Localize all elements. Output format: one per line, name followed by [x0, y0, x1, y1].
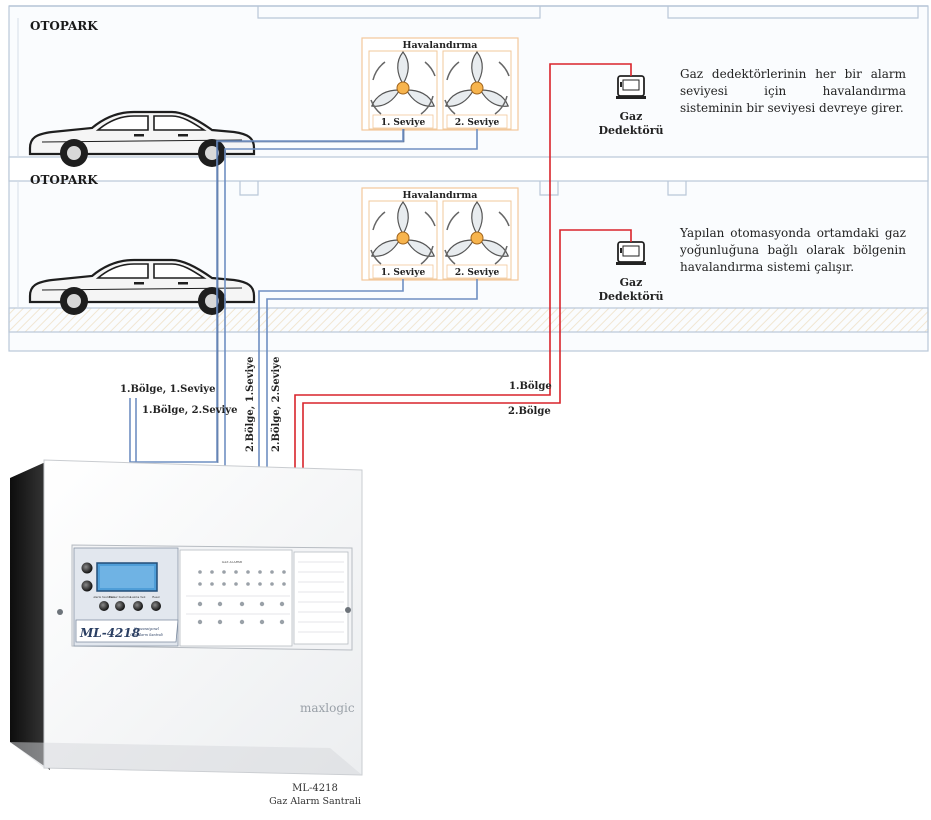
floor2-gas-detector-icon	[615, 241, 647, 266]
wire-label-detector-zone1: 1.Bölge	[509, 381, 552, 392]
wire-label-zone1-level1: 1.Bölge, 1.Seviye	[120, 384, 215, 395]
panel-badge-subtitle-1: Konvansiyonel	[133, 627, 159, 631]
floor1-gas-detector-icon	[615, 75, 647, 100]
panel-badge-subtitle-2: Gaz Alarm Santrali	[130, 633, 163, 637]
panel-caption-name: Gaz Alarm Santrali	[269, 796, 361, 807]
panel-alarm-silence-button[interactable]	[99, 601, 109, 611]
floor2-name: OTOPARK	[30, 173, 98, 187]
panel-led-header: GAZ ALARMI	[222, 560, 243, 564]
wire-label-zone2-level1: 2.Bölge, 1.Seviye	[245, 357, 256, 452]
panel-caption-model: ML-4218	[292, 783, 338, 794]
panel-buzzer-silence-button[interactable]	[115, 601, 125, 611]
wire-label-zone1-level2: 1.Bölge, 2.Seviye	[142, 405, 237, 416]
floor1-detector-label-2: Dedektörü	[598, 124, 663, 137]
panel-button-label-4: Reset	[152, 595, 160, 599]
control-panel: Alarm Susturma Buzzer Susturma Lamba Tes…	[10, 459, 363, 776]
panel-button-label-1: Alarm Susturma	[92, 595, 115, 599]
panel-button-label-2: Buzzer Susturma	[109, 595, 132, 599]
floor1-ventilation-title: Havalandırma	[403, 40, 478, 51]
panel-down-button[interactable]	[81, 580, 93, 592]
panel-model-badge: ML-4218	[79, 626, 141, 640]
panel-screw-left-icon	[57, 609, 63, 615]
floor1-level2-label: 2. Seviye	[455, 118, 500, 128]
panel-reset-button[interactable]	[151, 601, 161, 611]
floor2-level1-label: 1. Seviye	[381, 268, 426, 278]
floor1-level1-label: 1. Seviye	[381, 118, 426, 128]
panel-button-label-3: Lamba Test	[130, 595, 146, 599]
floor1-description: Gaz dedektörlerinin her bir alarm seviye…	[680, 67, 906, 115]
panel-up-button[interactable]	[81, 562, 93, 574]
panel-brand-logo: maxlogic	[300, 701, 355, 715]
floor2-level2-label: 2. Seviye	[455, 268, 500, 278]
wire-label-detector-zone2: 2.Bölge	[508, 406, 551, 417]
panel-screw-right-icon	[345, 607, 351, 613]
floor2-detector-label-1: Gaz	[620, 276, 643, 289]
ventilation-wires-shadow	[217, 129, 405, 463]
panel-led-grid	[179, 549, 293, 647]
floor1-detector-label-1: Gaz	[620, 110, 643, 123]
floor2-detector-label-2: Dedektörü	[598, 290, 663, 303]
floor2-ventilation-title: Havalandırma	[403, 190, 478, 201]
panel-lamp-test-button[interactable]	[133, 601, 143, 611]
floor2-description: Yapılan otomasyonda ortamdaki gaz yoğunl…	[680, 226, 906, 274]
floor1-name: OTOPARK	[30, 19, 98, 33]
wire-label-zone2-level2: 2.Bölge, 2.Seviye	[271, 357, 282, 452]
detector-wires	[294, 63, 632, 480]
